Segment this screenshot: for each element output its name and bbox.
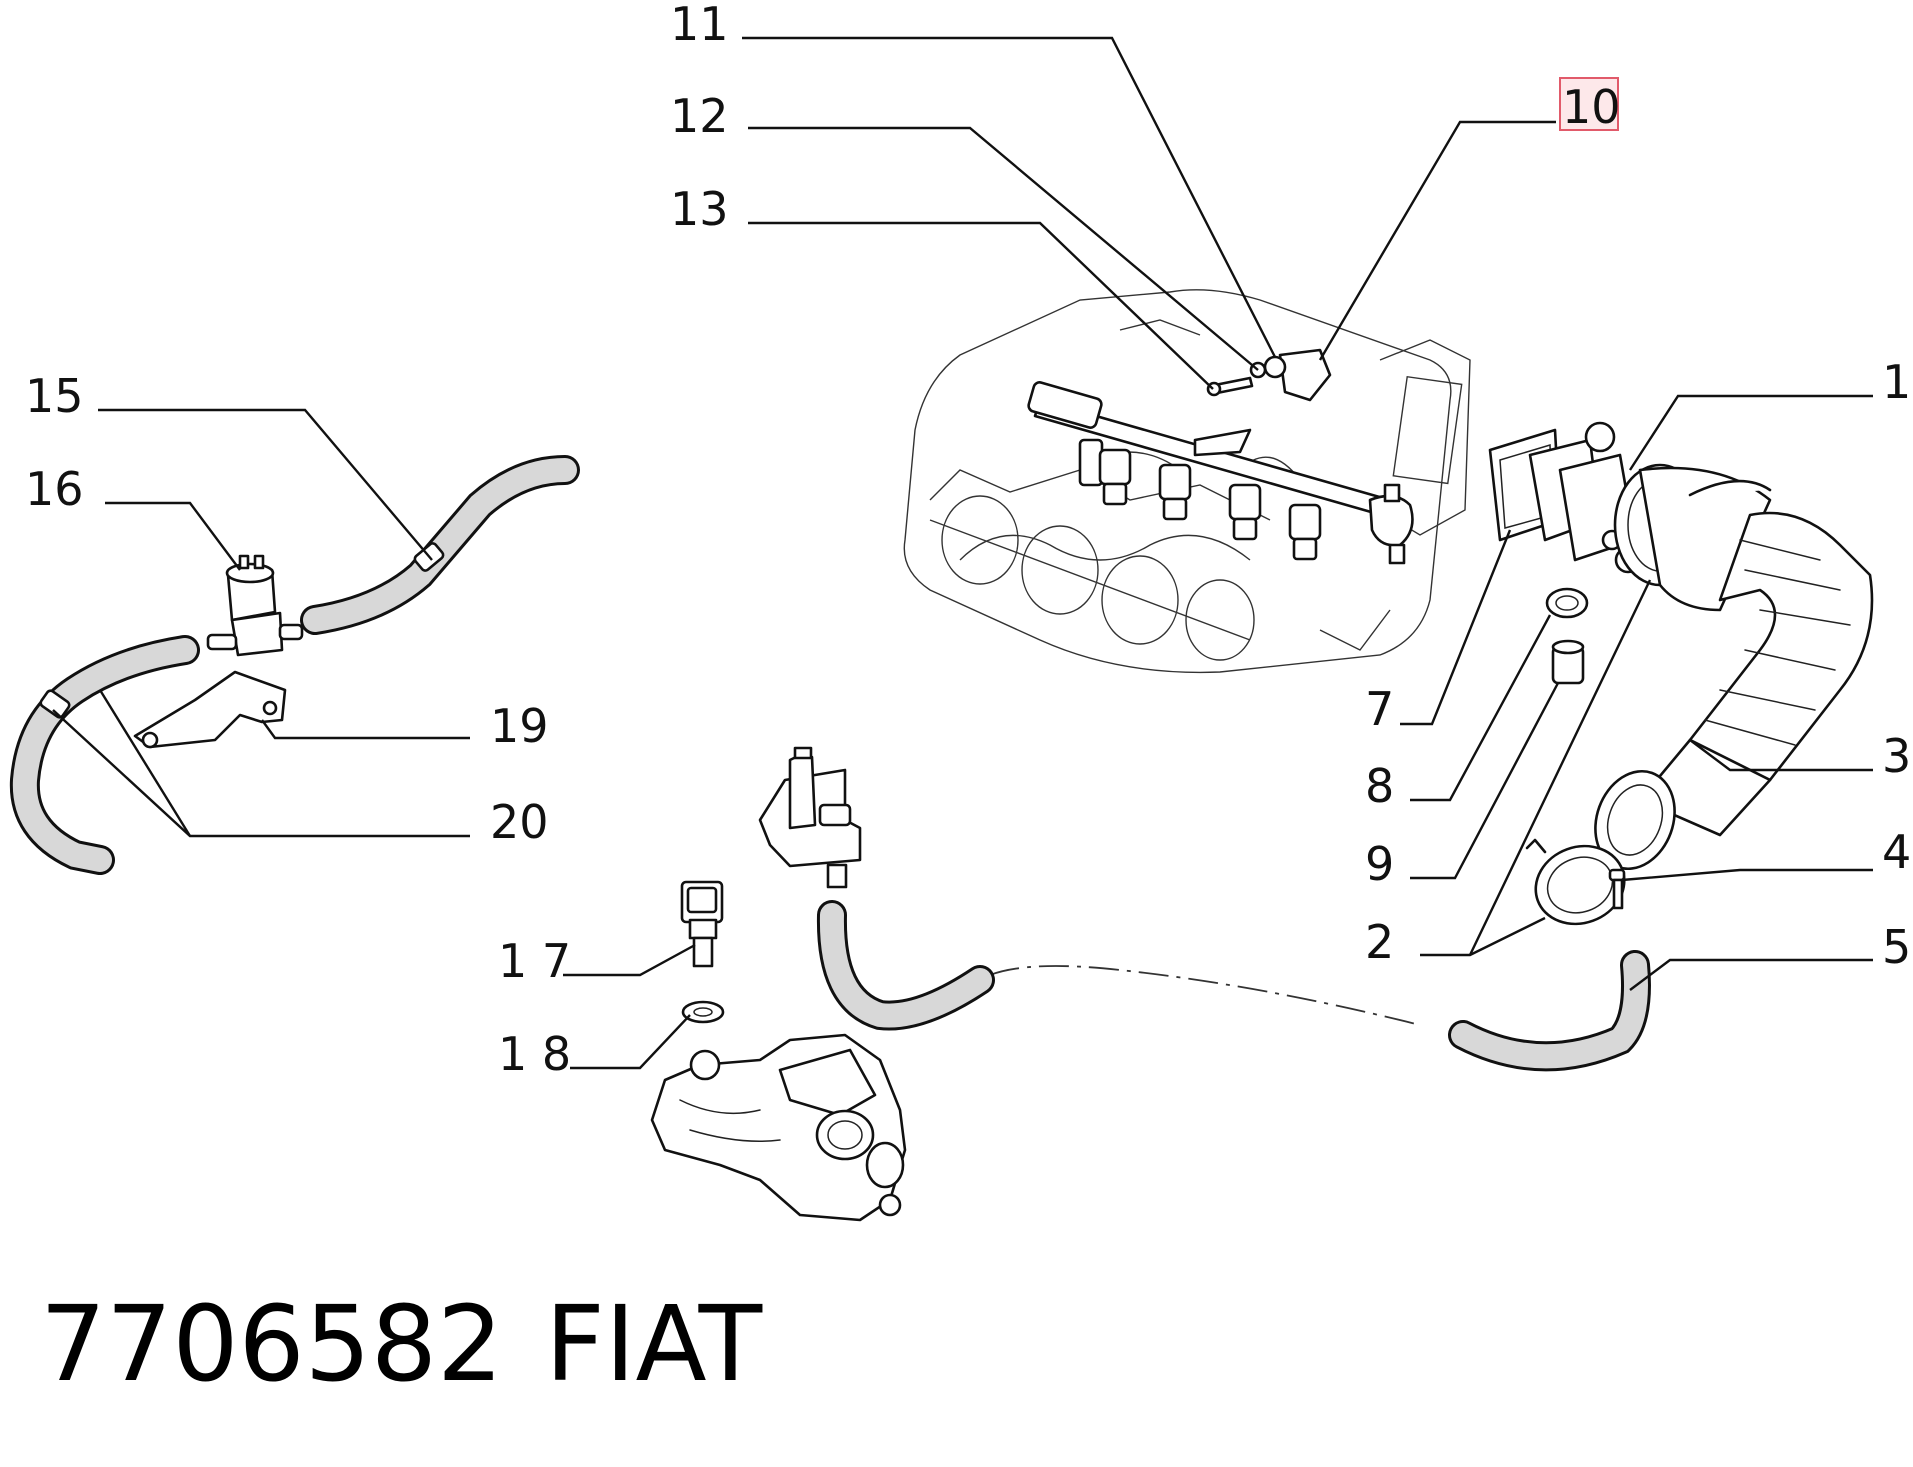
pressure-sensor-assembly (1206, 348, 1332, 402)
highlight-box (1559, 77, 1619, 131)
callout-13: 13 (670, 182, 729, 236)
part-number: 7706582 (40, 1283, 503, 1405)
solenoid-valve-illustration (206, 554, 304, 657)
callout-1: 1 (1882, 355, 1911, 409)
hose-15-illustration (300, 455, 580, 635)
callout-4: 4 (1882, 825, 1911, 879)
callout-5: 5 (1882, 920, 1911, 974)
callout-19: 19 (490, 699, 549, 753)
callout-18: 1 8 (498, 1027, 571, 1081)
callout-3: 3 (1882, 729, 1911, 783)
callout-17: 1 7 (498, 934, 571, 988)
intake-hose-illustration (1594, 463, 1874, 871)
hose-20-illustration (9, 635, 200, 875)
callout-15: 15 (25, 369, 84, 423)
brand-name: FIAT (545, 1283, 763, 1405)
temperature-sender-illustration (680, 880, 725, 1024)
callout-9: 9 (1365, 837, 1394, 891)
callout-12: 12 (670, 89, 729, 143)
hose-5-illustration (1448, 950, 1651, 1072)
callout-10: 10 (1562, 80, 1621, 134)
callout-2: 2 (1365, 915, 1394, 969)
callout-20: 20 (490, 795, 549, 849)
callout-8: 8 (1365, 759, 1394, 813)
fuel-rail-illustration (1027, 381, 1414, 565)
thermostat-housing-illustration (650, 1033, 907, 1222)
hose-thermostat-illustration (816, 900, 995, 1031)
bracket-illustration (133, 670, 287, 749)
callout-16: 16 (25, 462, 84, 516)
connection-dashed-line (989, 965, 1421, 1026)
vacuum-valve-illustration (758, 746, 862, 889)
callout-labels: 11 12 13 10 1 3 4 5 7 8 9 2 15 16 19 20 … (25, 0, 1911, 1081)
callout-7: 7 (1365, 682, 1394, 736)
screw-illustration (1608, 868, 1626, 910)
ring-and-bush-illustration (1545, 587, 1589, 685)
leader-lines (52, 36, 1873, 1070)
callout-11: 11 (670, 0, 729, 51)
